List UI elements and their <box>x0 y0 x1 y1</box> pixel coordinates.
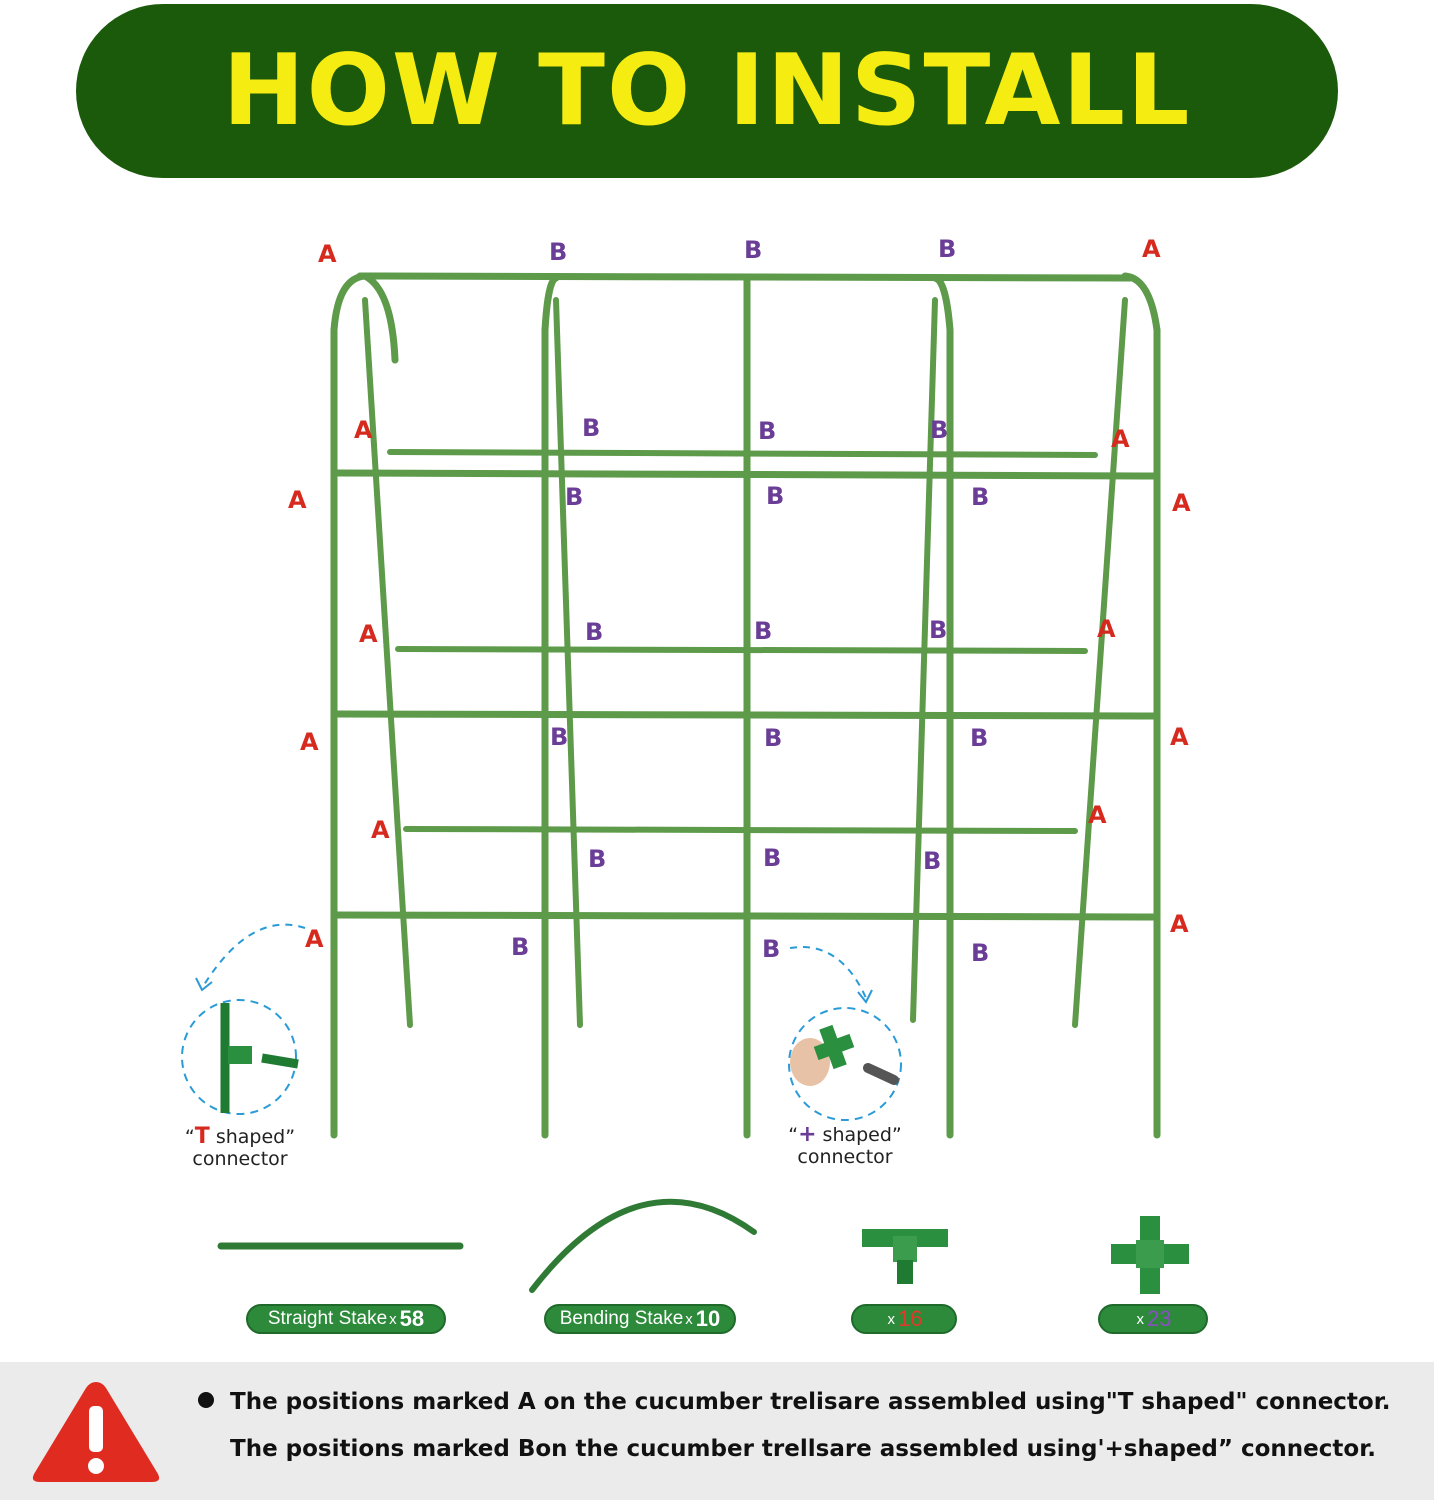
back-stake <box>553 297 583 1028</box>
quote-mark: “ <box>788 1124 799 1146</box>
plus-connector-icon <box>790 1024 899 1086</box>
label-b: B <box>929 616 947 644</box>
label-a: A <box>359 620 378 648</box>
label-a: A <box>1142 235 1161 263</box>
connector-text: connector <box>797 1146 893 1168</box>
back-stake <box>362 297 413 1028</box>
label-b: B <box>923 847 941 875</box>
label-b: B <box>971 939 989 967</box>
arrow-head-icon <box>857 989 873 1004</box>
notice-line-1: The positions marked A on the cucumber t… <box>230 1389 1391 1415</box>
front-rail <box>332 710 1161 720</box>
label-a: A <box>288 486 307 514</box>
label-b: B <box>930 416 948 444</box>
t-connector-part-icon <box>862 1229 948 1284</box>
label-a: A <box>1097 615 1116 643</box>
label-b: B <box>744 236 762 264</box>
label-b: B <box>549 238 567 266</box>
part-count: 23 <box>1147 1306 1172 1331</box>
times-sign: x <box>389 1310 397 1328</box>
t-connector-callout <box>181 923 306 1115</box>
label-b: B <box>582 414 600 442</box>
label-a: A <box>1170 723 1189 751</box>
label-b: B <box>758 417 776 445</box>
label-b: B <box>565 483 583 511</box>
plus-connector-part-icon <box>1111 1216 1189 1294</box>
label-b: B <box>585 618 603 646</box>
front-rail <box>332 469 1161 480</box>
t-connector-caption: “T shaped” connector <box>170 1124 310 1171</box>
label-a: A <box>371 816 390 844</box>
plus-connector-callout <box>788 946 902 1121</box>
label-b: B <box>764 724 782 752</box>
t-symbol: T <box>194 1124 210 1149</box>
label-a: A <box>318 240 337 268</box>
warning-icon <box>32 1382 160 1482</box>
back-rail <box>403 826 1078 834</box>
connector-text: connector <box>192 1148 288 1170</box>
notice-box: The positions marked A on the cucumber t… <box>0 1362 1434 1500</box>
notice-line-2: The positions marked Bon the cucumber tr… <box>230 1436 1377 1462</box>
label-b: B <box>550 723 568 751</box>
shaped-text: shaped” <box>816 1124 902 1146</box>
label-b: B <box>754 617 772 645</box>
part-count: 10 <box>695 1306 721 1331</box>
a-labels: A A A A A A A A A A A A A A <box>288 235 1191 953</box>
parts-row <box>217 1198 1189 1294</box>
callout-arrow <box>201 923 306 989</box>
back-stake <box>1072 297 1128 1028</box>
callout-arrow <box>789 946 867 999</box>
bending-stake <box>1121 272 1161 334</box>
label-a: A <box>305 925 324 953</box>
label-a: A <box>1088 801 1107 829</box>
back-rail <box>387 449 1098 458</box>
bullet-icon <box>198 1392 214 1408</box>
part-name: Bending Stake <box>559 1308 684 1329</box>
t-connector-zoom-circle <box>181 999 297 1115</box>
label-a: A <box>354 416 373 444</box>
times-sign: x <box>887 1310 896 1328</box>
label-b: B <box>762 935 780 963</box>
label-b: B <box>970 724 988 752</box>
plus-connector-caption: “+ shaped” connector <box>775 1122 915 1169</box>
back-rail <box>395 646 1088 654</box>
label-a: A <box>1172 489 1191 517</box>
times-sign: x <box>685 1310 693 1328</box>
part-name: Straight Stake <box>267 1308 388 1329</box>
trellis-diagram: A A A A A A A A A A A A A A B B B B B B … <box>181 235 1191 1294</box>
arrow-head-icon <box>195 977 213 992</box>
quote-mark: “ <box>184 1126 195 1148</box>
plus-connector-zoom-circle <box>788 1007 902 1121</box>
label-b: B <box>588 845 606 873</box>
shaped-text: shaped” <box>209 1126 296 1148</box>
times-sign: x <box>1136 1310 1145 1328</box>
back-stake <box>910 297 938 1023</box>
title-banner: HOW TO INSTALL <box>76 4 1338 178</box>
b-labels: B B B B B B B B B B B B B B B B B B B B … <box>511 235 989 967</box>
label-b: B <box>763 844 781 872</box>
part-count: 58 <box>399 1306 425 1331</box>
trellis-frame <box>330 272 1161 1139</box>
label-b: B <box>971 483 989 511</box>
label-a: A <box>1170 910 1189 938</box>
label-b: B <box>511 933 529 961</box>
top-rail <box>356 272 1134 282</box>
label-b: B <box>766 482 784 510</box>
label-b: B <box>938 235 956 263</box>
bending-stake-image <box>529 1198 757 1293</box>
front-rail <box>332 911 1161 921</box>
banner-title: HOW TO INSTALL <box>222 34 1192 148</box>
t-connector-icon <box>220 1003 299 1113</box>
bending-stake <box>330 272 369 334</box>
label-a: A <box>300 728 319 756</box>
part-count: 16 <box>898 1306 923 1331</box>
label-a: A <box>1111 425 1130 453</box>
plus-symbol: + <box>798 1122 817 1147</box>
